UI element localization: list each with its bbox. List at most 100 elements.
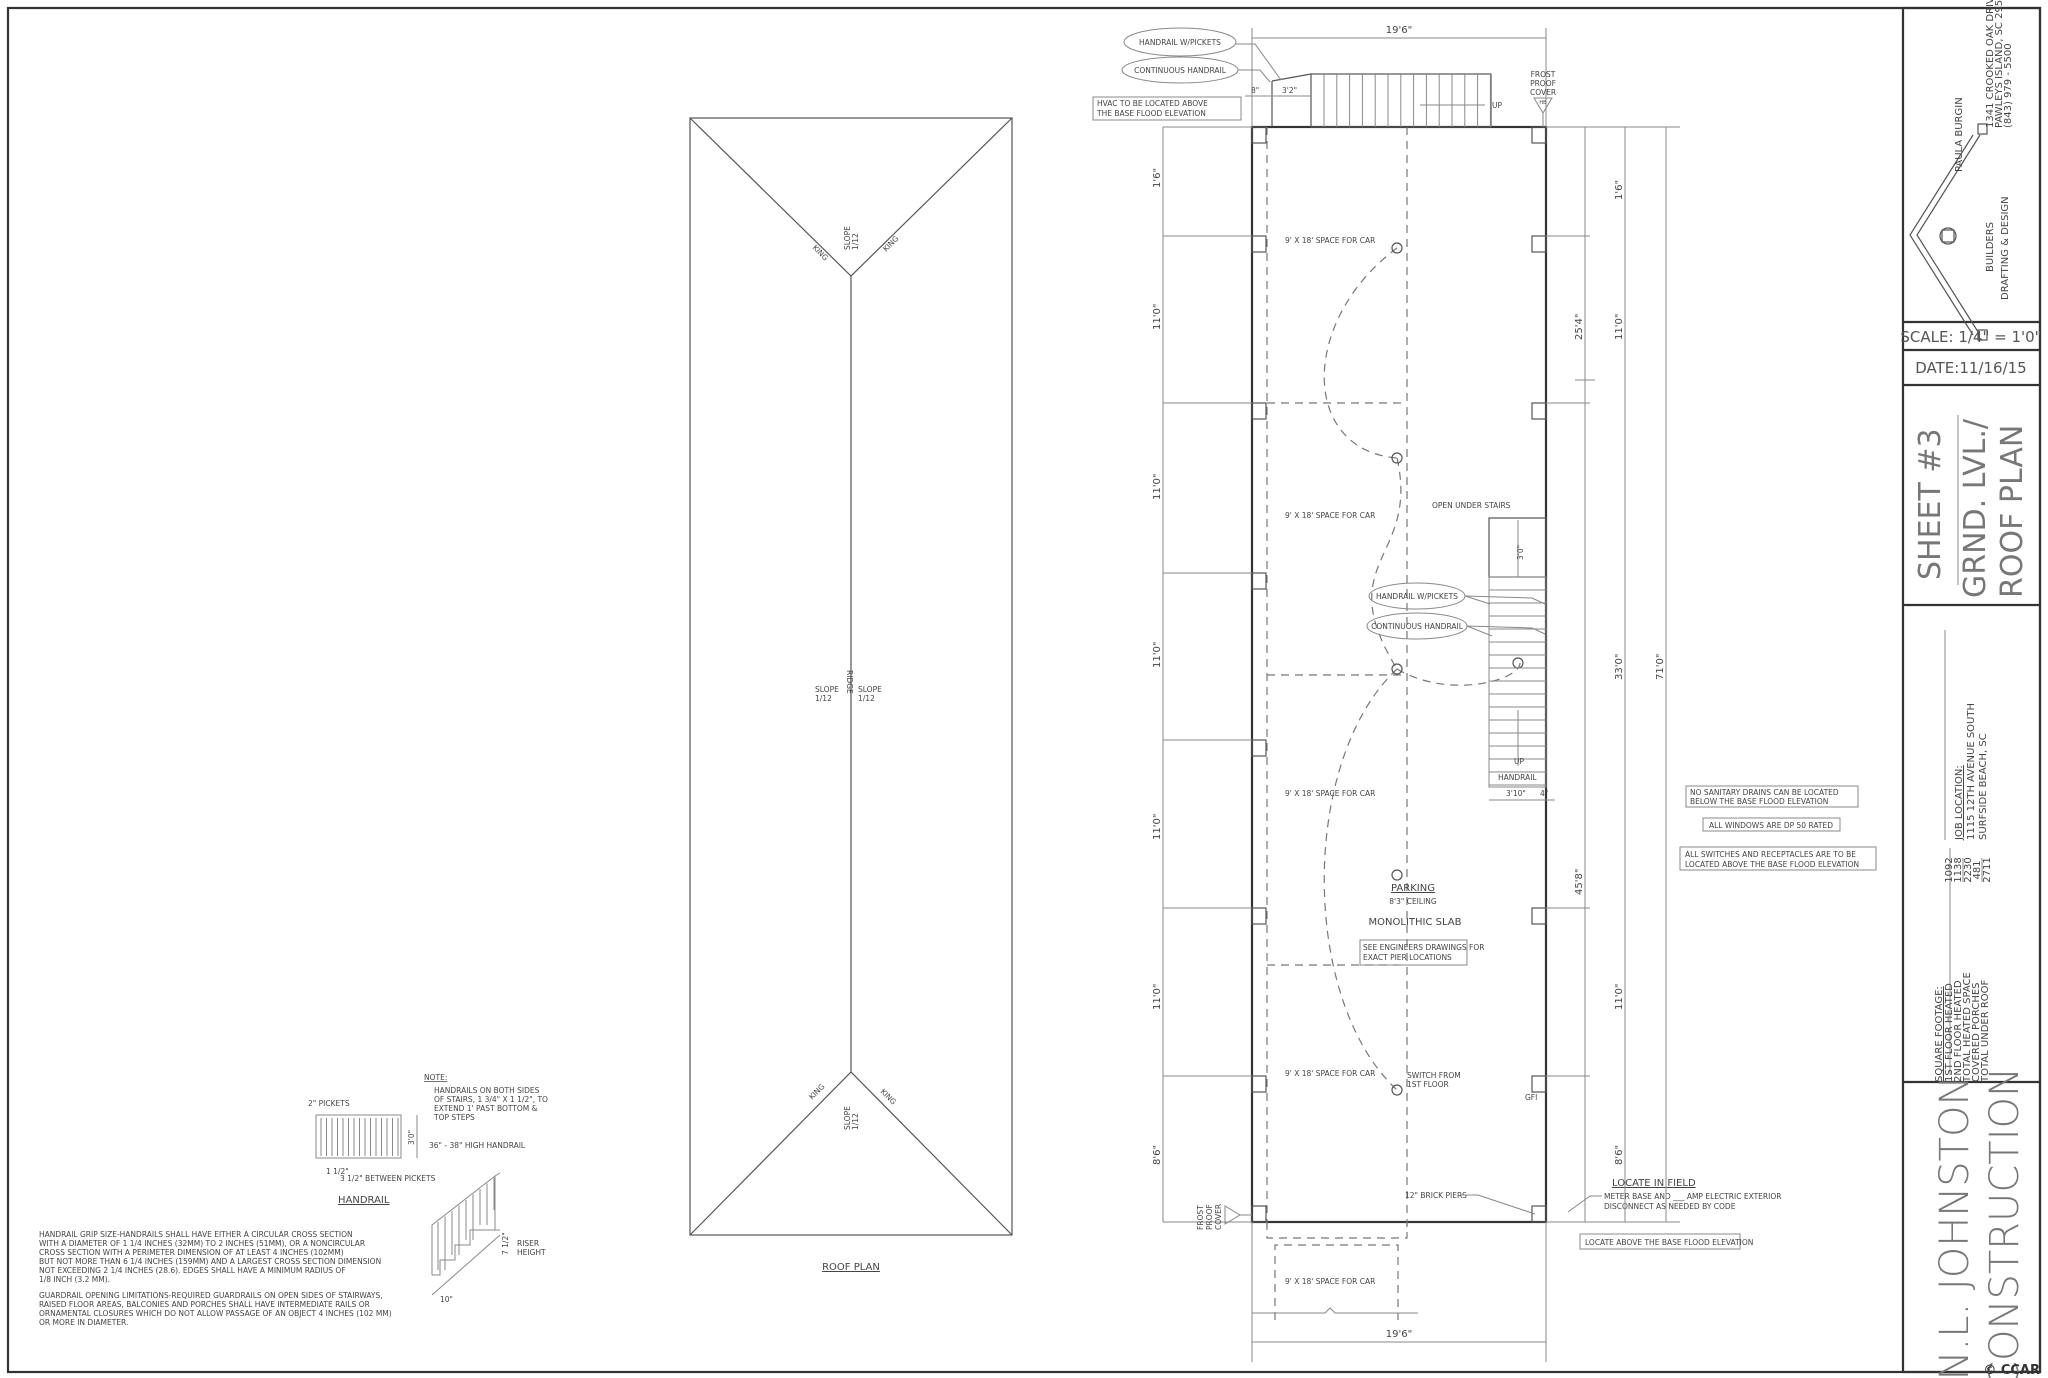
car-space-label: 9' X 18' SPACE FOR CAR	[1285, 789, 1375, 798]
slab-label: MONOLITHIC SLAB	[1369, 917, 1462, 928]
sqft-label: 1ST FLOOR HEATED	[1944, 983, 1955, 1082]
bottom-width-dim: 19'6"	[1386, 1329, 1412, 1340]
frost-label: COVER	[1530, 88, 1556, 97]
date-label: DATE:11/16/15	[1915, 359, 2026, 377]
address-line-1: 1341 CROOKED OAK DRIVE	[1985, 0, 1996, 128]
parking-label: PARKING	[1391, 883, 1435, 894]
callout-continuous-handrail: CONTINUOUS HANDRAIL	[1366, 612, 1546, 640]
designer-line-1: BUILDERS	[1985, 222, 1996, 272]
dim-3-2: 3'2"	[1282, 86, 1297, 95]
dim-3-10: 3'10"	[1506, 789, 1526, 798]
square-footage-table: 1ST FLOOR HEATED 2ND FLOOR HEATED TOTAL …	[1944, 857, 1993, 1083]
address-line-3: (843) 979 - 5500	[2003, 43, 2014, 128]
high-handrail-label: 36" - 38" HIGH HANDRAIL	[429, 1141, 526, 1150]
riser-label: RISER	[517, 1239, 539, 1248]
dim-4in: 4"	[1540, 789, 1548, 798]
roof-plan: KING KING SLOPE 1/12 RIDGE SLOPE 1/12 SL…	[689, 117, 1013, 1273]
note-line: RAISED FLOOR AREAS, BALCONIES AND PORCHE…	[39, 1300, 370, 1309]
designer-line-2: DRAFTING & DESIGN	[2000, 196, 2011, 300]
callout-text: HANDRAIL W/PICKETS	[1376, 592, 1458, 601]
picket-width-dim: 1 1/2"	[326, 1167, 349, 1176]
frost-label: COVER	[1214, 1204, 1223, 1230]
sqft-label: TOTAL UNDER ROOF	[1980, 979, 1991, 1083]
king-label: KING	[881, 234, 901, 254]
general-notes: NO SANITARY DRAINS CAN BE LOCATED BELOW …	[1679, 785, 1877, 871]
light-fixtures	[1391, 242, 1524, 1096]
sheet-border	[6, 6, 2042, 1374]
slope-label: SLOPE	[843, 226, 852, 250]
left-dim: 11'0"	[1152, 474, 1163, 500]
square-footage-label: SQUARE FOOTAGE:	[1934, 986, 1945, 1082]
left-dim: 11'0"	[1152, 642, 1163, 668]
riser-label: HEIGHT	[517, 1248, 546, 1257]
hvac-note: HVAC TO BE LOCATED ABOVE THE BASE FLOOD …	[1092, 96, 1242, 121]
right-dim: 11'0"	[1614, 314, 1625, 340]
callout-handrail-pickets: HANDRAIL W/PICKETS	[1368, 582, 1546, 610]
locate-in-field-label: LOCATE IN FIELD	[1612, 1178, 1696, 1189]
note-line: ORNAMENTAL CLOSURES WHICH DO NOT ALLOW P…	[39, 1309, 392, 1318]
slope-label: SLOPE	[815, 685, 839, 694]
top-width-dim: 19'6"	[1386, 25, 1412, 36]
left-dim: 11'0"	[1152, 304, 1163, 330]
roof-plan-title: ROOF PLAN	[822, 1262, 880, 1273]
sqft-value: 1138	[1953, 857, 1964, 882]
sheet-title-2: ROOF PLAN	[1995, 425, 2030, 598]
designer-logo	[1909, 123, 1988, 341]
switch-note: 1ST FLOOR	[1407, 1080, 1449, 1089]
job-location-label: JOB LOCATION:	[1954, 765, 1965, 841]
engineers-note: SEE ENGINEERS DRAWINGS FOR EXACT PIER LO…	[1359, 939, 1484, 966]
callout-text: CONTINUOUS HANDRAIL	[1371, 622, 1464, 631]
sqft-label: 2ND FLOOR HEATED	[1953, 980, 1964, 1082]
left-dim: 11'0"	[1152, 984, 1163, 1010]
sheet-number: SHEET #3	[1913, 428, 1948, 580]
side-stairs: OPEN UNDER STAIRS 3'0" UP HANDRAIL 3'10"…	[1432, 501, 1555, 801]
job-location-line-1: 1115 12TH AVENUE SOUTH	[1966, 703, 1977, 840]
slope-ratio: 1/12	[858, 694, 875, 703]
right-dim: 1'6"	[1614, 180, 1625, 200]
builder-company: CONSTRUCTION	[1982, 1067, 2028, 1378]
note-line: BUT NOT MORE THAN 6 1/4 INCHES (159MM) A…	[39, 1257, 381, 1266]
sheet-title-1: GRND. LVL./	[1958, 418, 1993, 598]
ridge-label: RIDGE	[845, 670, 854, 694]
switch-note: SWITCH FROM	[1407, 1071, 1461, 1080]
right-dim: 45'8"	[1574, 869, 1585, 895]
title-block	[1901, 6, 2042, 1374]
locate-above-note: LOCATE ABOVE THE BASE FLOOD ELEVATION	[1579, 1233, 1753, 1250]
callout-text: CONTINUOUS HANDRAIL	[1134, 66, 1227, 75]
handrail-detail-title: HANDRAIL	[338, 1195, 390, 1206]
right-dim: 11'0"	[1614, 984, 1625, 1010]
dim-3-0: 3'0"	[1516, 545, 1525, 560]
note-line: ALL SWITCHES AND RECEPTACLES ARE TO BE	[1685, 850, 1856, 859]
ceiling-label: 8'3" CEILING	[1389, 897, 1437, 906]
note-line: HANDRAIL GRIP SIZE-HANDRAILS SHALL HAVE …	[39, 1230, 353, 1239]
note-line: 1/8 INCH (3.2 MM).	[39, 1275, 110, 1284]
slope-ratio: 1/12	[851, 1113, 860, 1130]
note-line: LOCATED ABOVE THE BASE FLOOD ELEVATION	[1685, 860, 1859, 869]
open-under-stairs-label: OPEN UNDER STAIRS	[1432, 501, 1511, 510]
right-dim: 25'4"	[1574, 314, 1585, 340]
designer-name: PAULA BURGIN	[1954, 97, 1965, 172]
frost-label: PROOF	[1205, 1204, 1214, 1230]
meter-note: DISCONNECT AS NEEDED BY CODE	[1604, 1202, 1736, 1211]
job-location-line-2: SURFSIDE BEACH, SC	[1978, 733, 1989, 840]
king-label: KING	[811, 243, 831, 263]
sqft-label: COVERED PORCHES	[1971, 982, 1982, 1082]
car-space-label: 9' X 18' SPACE FOR CAR	[1285, 1069, 1375, 1078]
left-dim: 11'0"	[1152, 814, 1163, 840]
right-dim: 71'0"	[1655, 654, 1666, 680]
callout-continuous-handrail: CONTINUOUS HANDRAIL	[1121, 56, 1271, 84]
note-line: GUARDRAIL OPENING LIMITATIONS-REQUIRED G…	[39, 1291, 383, 1300]
note-line: BELOW THE BASE FLOOD ELEVATION	[1690, 797, 1828, 806]
note-line: OF STAIRS, 1 3/4" X 1 1/2", TO	[434, 1095, 548, 1104]
note-line: WITH A DIAMETER OF 1 1/4 INCHES (32MM) T…	[39, 1239, 365, 1248]
note-line: EXTEND 1' PAST BOTTOM &	[434, 1104, 538, 1113]
handrail-label: HANDRAIL	[1498, 773, 1537, 782]
scale-label: SCALE: 1/4" = 1'0"	[1900, 328, 2041, 346]
brick-piers-label: 12" BRICK PIERS	[1405, 1191, 1467, 1200]
king-label: KING	[807, 1082, 827, 1102]
note-line: SEE ENGINEERS DRAWINGS FOR	[1363, 943, 1484, 952]
sqft-value: 481	[1972, 860, 1983, 879]
note-line: NOT EXCEEDING 2 1/4 INCHES (28.6). EDGES…	[39, 1266, 346, 1275]
slope-ratio: 1/12	[851, 233, 860, 250]
